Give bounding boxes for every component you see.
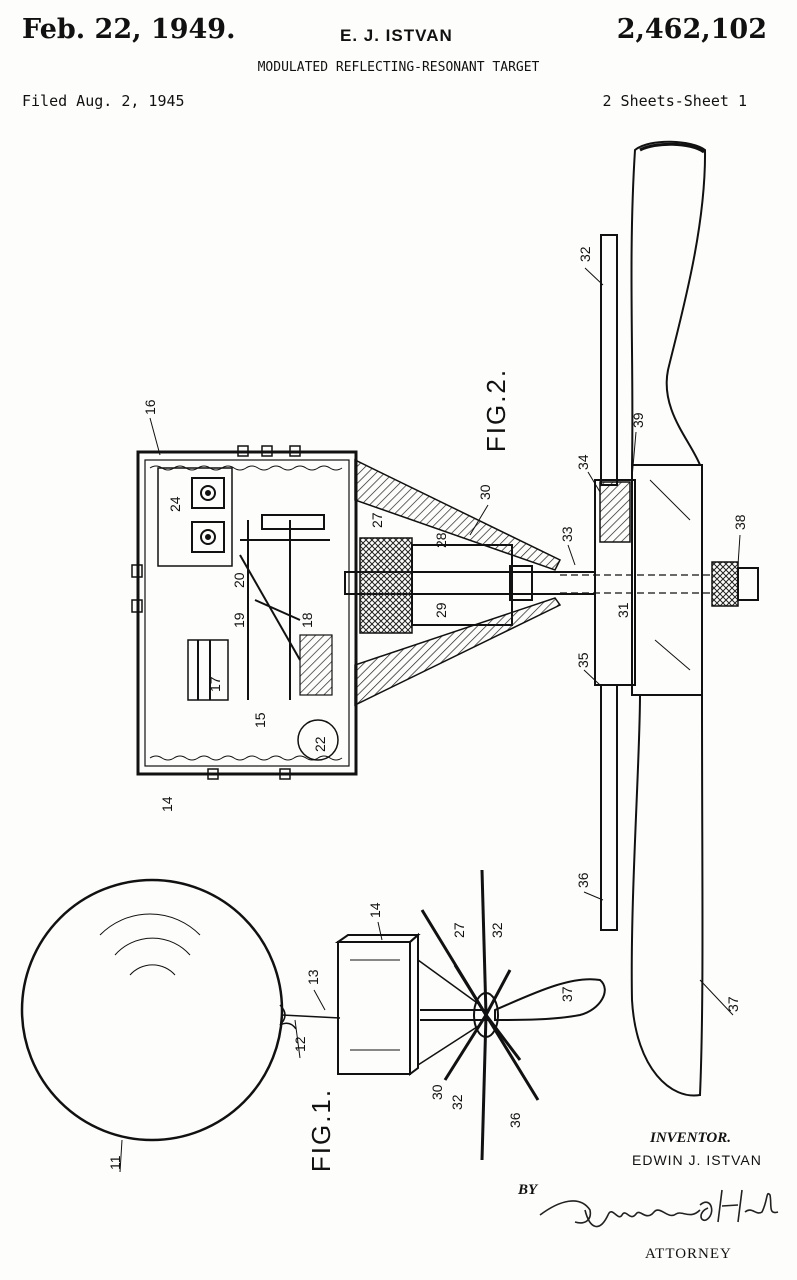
ref-28: 28: [433, 532, 449, 548]
attorney-signature: [539, 1189, 779, 1228]
ref-32-fig1-bottom: 32: [449, 1094, 465, 1110]
ref-33: 33: [559, 526, 575, 542]
fig2-shaft: [344, 571, 596, 595]
fig2-arm-32: [600, 234, 618, 486]
ref-32-fig1-top: 32: [489, 922, 505, 938]
inventor-label: INVENTOR.: [650, 1130, 731, 1146]
fig2-arm-36: [600, 684, 618, 931]
fig2-label: FIG.2.: [481, 368, 511, 452]
ref-13: 13: [305, 969, 321, 985]
fig2-propeller-hub: [631, 464, 703, 696]
ref-32-fig2: 32: [577, 246, 593, 262]
fig1-arms: [420, 869, 540, 1161]
ref-17: 17: [207, 676, 223, 692]
by-label: BY: [518, 1182, 538, 1198]
fig2-housing-16: [136, 450, 358, 776]
ref-16: 16: [142, 399, 158, 415]
ref-27-fig1: 27: [451, 922, 467, 938]
ref-37-fig1: 37: [559, 986, 575, 1002]
ref-31: 31: [615, 602, 631, 618]
ref-37-fig2: 37: [725, 996, 741, 1012]
fig2-drawing: [131, 140, 759, 1097]
ref-36-fig2: 36: [575, 872, 591, 888]
inventor-name: EDWIN J. ISTVAN: [632, 1152, 762, 1168]
fig2-battery-22: [297, 719, 339, 761]
ref-36-fig1: 36: [507, 1112, 523, 1128]
fig2-relay-box-24: [157, 467, 233, 567]
ref-19: 19: [231, 612, 247, 628]
sheet-count: 2 Sheets-Sheet 1: [602, 92, 748, 110]
ref-22: 22: [312, 736, 328, 752]
fig1-propeller-37: [494, 978, 606, 1022]
ref-30-fig2: 30: [477, 484, 493, 500]
ref-24: 24: [167, 496, 183, 512]
inventor-header: E. J. ISTVAN: [340, 26, 453, 45]
fig2-gear-17: [187, 639, 229, 701]
patent-date: Feb. 22, 1949.: [22, 14, 236, 45]
ref-12: 12: [292, 1036, 308, 1052]
ref-27-fig2: 27: [369, 512, 385, 528]
ref-34: 34: [575, 454, 591, 470]
ref-14-fig1: 14: [367, 902, 383, 918]
fig2-coil-27: [359, 537, 413, 634]
ref-11: 11: [107, 1155, 123, 1170]
ref-20: 20: [231, 572, 247, 588]
fig2-propeller-upper-blade: [630, 140, 707, 466]
ref-14-fig2: 14: [159, 796, 175, 812]
ref-38: 38: [732, 514, 748, 530]
fig1-drawing: [20, 869, 606, 1161]
ref-18: 18: [299, 612, 315, 628]
patent-title: MODULATED REFLECTING-RESONANT TARGET: [257, 60, 540, 75]
fig2-drum-18: [299, 634, 333, 696]
fig2-propeller-lower-blade: [630, 694, 704, 1097]
leader-lines: [119, 267, 741, 1173]
reference-numerals: 16 24 27 20 19 18 17 15 22 14 28 29 30 3…: [107, 246, 748, 1170]
attorney-label: ATTORNEY: [645, 1246, 732, 1262]
ref-35: 35: [575, 652, 591, 668]
ref-39: 39: [630, 412, 646, 428]
patent-number: 2,462,102: [616, 14, 767, 45]
fig2-nut-38: [711, 561, 739, 607]
fig1-balloon-11: [20, 878, 284, 1142]
filed-date: Filed Aug. 2, 1945: [22, 92, 185, 110]
fig1-housing-14: [334, 932, 421, 1076]
fig1-label: FIG.1.: [306, 1088, 336, 1172]
ref-30-fig1: 30: [429, 1084, 445, 1100]
ref-15: 15: [252, 712, 268, 728]
ref-29: 29: [433, 602, 449, 618]
